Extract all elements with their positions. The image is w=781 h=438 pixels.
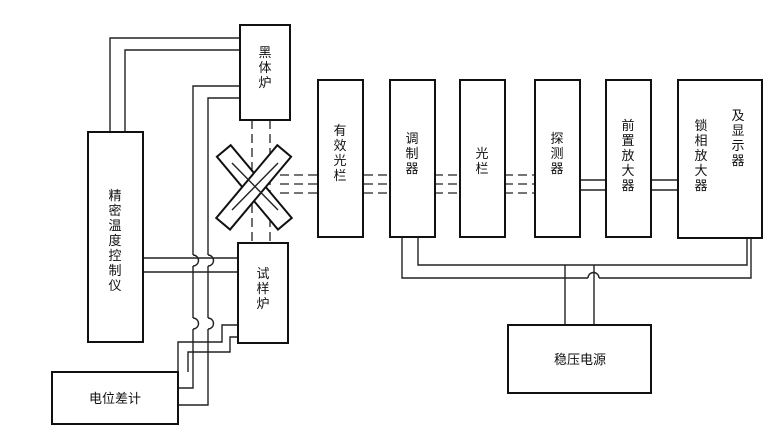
preamplifier-label: 前置放大器 <box>621 118 634 194</box>
lockin-amplifier-display-block: 锁相放大器 及显示器 <box>677 79 763 239</box>
aperture-label: 光栏 <box>475 147 488 177</box>
preamplifier-block: 前置放大器 <box>605 79 652 238</box>
detector-label: 探测器 <box>550 132 563 177</box>
lockin-amplifier-label: 锁相放大器 <box>694 118 707 194</box>
sample-furnace-block: 试样炉 <box>237 242 289 344</box>
precision-temp-controller-label: 精密温度控制仪 <box>108 189 121 294</box>
regulated-power-supply-label: 稳压电源 <box>554 352 606 368</box>
effective-aperture-block: 有效光栏 <box>317 79 364 238</box>
precision-temp-controller-block: 精密温度控制仪 <box>87 131 144 343</box>
regulated-power-supply-block: 稳压电源 <box>507 324 652 394</box>
sample-furnace-label: 试样炉 <box>256 267 269 312</box>
detector-block: 探测器 <box>534 79 581 238</box>
chopper-mirror-assembly <box>214 143 294 231</box>
blackbody-furnace-block: 黑体炉 <box>239 24 291 121</box>
effective-aperture-label: 有效光栏 <box>333 124 346 184</box>
modulator-label: 调制器 <box>405 132 418 177</box>
modulator-block: 调制器 <box>389 79 436 238</box>
connection-wires <box>109 37 752 406</box>
aperture-block: 光栏 <box>459 79 506 238</box>
blackbody-furnace-label: 黑体炉 <box>258 46 271 91</box>
display-label: 及显示器 <box>731 109 744 169</box>
potentiometer-block: 电位差计 <box>51 371 179 425</box>
potentiometer-label: 电位差计 <box>89 392 141 407</box>
